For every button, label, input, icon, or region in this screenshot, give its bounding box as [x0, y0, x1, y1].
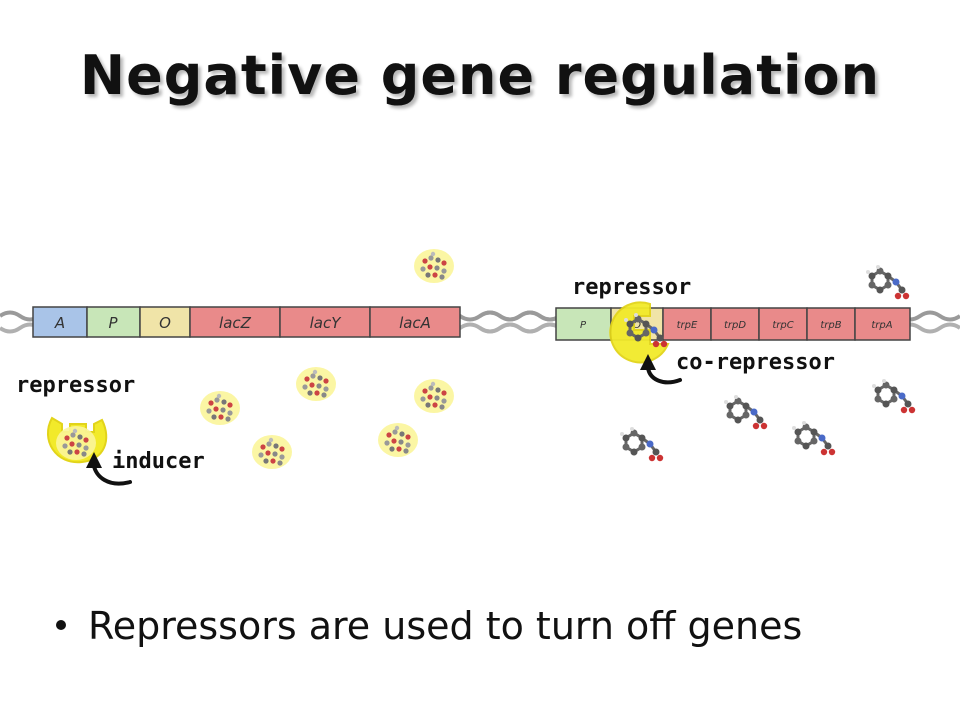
trp-repressor-bound: [609, 301, 670, 364]
lac-segment-laca: [369, 306, 461, 338]
trp-label-trpd: trpD: [724, 320, 746, 331]
page-title: Negative gene regulation: [79, 44, 881, 107]
trp-segment-trpa: [854, 307, 911, 341]
lac-operon: A P O lacZ lacY lacA: [32, 306, 461, 338]
trp-label-trpe: trpE: [677, 320, 698, 331]
lac-segment-activator: [32, 306, 88, 338]
lac-segment-lacy: [279, 306, 371, 338]
lac-label-o: O: [159, 314, 171, 332]
trp-label-trpa: trpA: [871, 320, 892, 331]
lac-label-lacz: lacZ: [219, 314, 252, 332]
trp-segment-trpd: [710, 307, 760, 341]
inducer-arrow: [92, 464, 132, 486]
lac-repressor-label: repressor: [16, 373, 135, 398]
lac-label-a: A: [54, 314, 65, 332]
bullet-text: Repressors are used to turn off genes: [88, 604, 803, 648]
lac-segment-operator: [139, 306, 191, 338]
bullet-dot: [56, 619, 66, 630]
corepressor-label: co-repressor: [676, 350, 835, 375]
trp-segment-trpe: [662, 307, 712, 341]
lac-label-p: P: [108, 314, 118, 332]
lac-segment-promoter: [86, 306, 141, 338]
trp-operon: P O trpE trpD trpC trpB trpA: [555, 307, 911, 341]
inducer-arrowhead: [86, 452, 102, 468]
trp-label-trpc: trpC: [772, 320, 793, 331]
lac-label-lacy: lacY: [310, 314, 343, 332]
trp-label-o: O: [633, 320, 641, 331]
lactose-molecules: [200, 249, 454, 469]
corepressor-arrow: [646, 366, 682, 385]
trp-label-p: P: [580, 320, 587, 331]
lac-segment-lacz: [189, 306, 281, 338]
trp-label-trpb: trpB: [820, 320, 841, 331]
trp-repressor-label: repressor: [572, 275, 691, 300]
inducer-label: inducer: [112, 449, 205, 474]
trp-segment-promoter: [555, 307, 612, 341]
lac-repressor-with-inducer: [46, 416, 108, 464]
bullet-point: Repressors are used to turn off genes: [56, 604, 802, 648]
corepressor-arrowhead: [640, 354, 656, 370]
lac-label-laca: lacA: [399, 314, 431, 332]
